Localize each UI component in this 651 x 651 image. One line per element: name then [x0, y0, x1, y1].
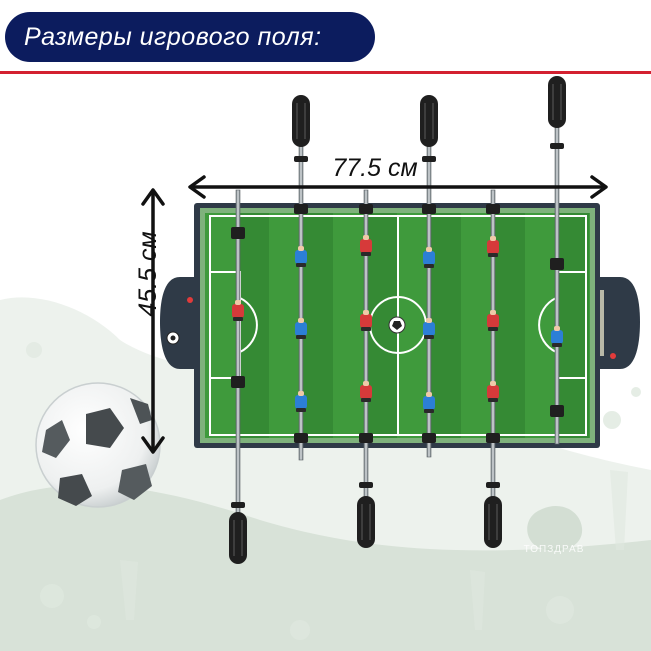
right-goal-box	[597, 277, 640, 369]
brand-watermark: ТОПЗДРАВ	[523, 544, 585, 555]
header-divider	[0, 71, 651, 74]
dimension-arrow-icon	[141, 175, 608, 454]
background-splash	[0, 297, 651, 651]
soccer-ball-icon	[35, 382, 161, 508]
height-dimension-label: 45.5 см	[134, 231, 162, 317]
width-dimension-label: 77.5 см	[332, 154, 418, 182]
header-banner: Размеры игрового поля:	[5, 12, 375, 62]
table-ball-icon	[388, 316, 406, 334]
rods	[235, 111, 560, 528]
rod-collars	[231, 143, 564, 508]
page-title: Размеры игрового поля:	[24, 22, 322, 51]
